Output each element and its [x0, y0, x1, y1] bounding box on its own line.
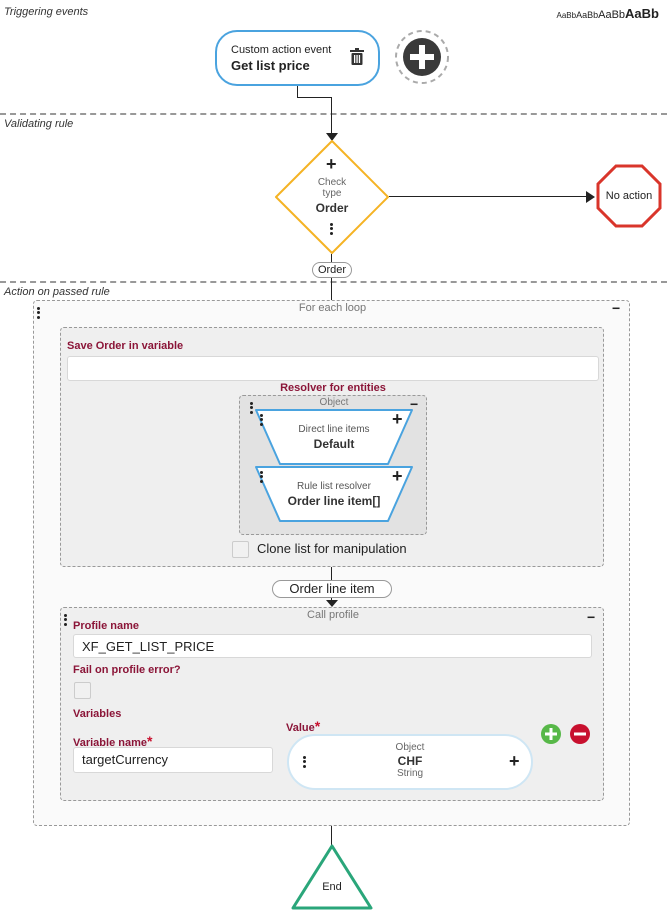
plus-icon[interactable]: + [509, 751, 520, 771]
add-event-button[interactable] [394, 29, 450, 90]
clone-list-label: Clone list for manipulation [257, 541, 407, 556]
arrow-right-icon [586, 191, 595, 203]
section-validating-title: Validating rule [4, 118, 74, 130]
kebab-icon[interactable] [260, 412, 264, 427]
arrow-down-icon [326, 600, 338, 607]
required-marker: * [314, 718, 321, 734]
connector [331, 567, 332, 581]
section-separator [0, 113, 667, 115]
rule-list-resolver-node[interactable]: + Rule list resolver Order line item[] [254, 465, 414, 523]
variable-name-label: Variable name* [73, 733, 152, 749]
resolver-title: Resolver for entities [280, 382, 386, 394]
value-label: Value* [286, 718, 320, 734]
diamond-shape [275, 140, 389, 254]
font-sample-xs: AaBb [556, 11, 577, 20]
fail-on-error-label: Fail on profile error? [73, 664, 181, 676]
call-profile-panel[interactable]: Call profile − Profile name XF_GET_LIST_… [60, 607, 604, 801]
connector [389, 196, 589, 197]
rule-list-label: Rule list resolver [297, 481, 371, 492]
direct-line-label: Direct line items [298, 424, 370, 435]
object-resolver[interactable]: Object − + Direct line items Default + [239, 395, 427, 535]
variables-label: Variables [73, 708, 122, 720]
check-line2: type [322, 188, 342, 199]
section-separator [0, 281, 667, 283]
font-sample-s: AaBb [576, 10, 599, 20]
kebab-icon[interactable] [250, 400, 254, 415]
event-name: Get list price [231, 58, 310, 73]
object-label: Object [319, 397, 349, 408]
variable-name-text: Variable name [73, 737, 147, 749]
kebab-icon[interactable] [260, 469, 264, 484]
event-type: Custom action event [231, 44, 332, 56]
kebab-icon[interactable] [64, 612, 68, 627]
order-line-item-pill: Order line item [272, 580, 392, 598]
order-pill: Order [312, 262, 352, 278]
no-action-label: No action [605, 190, 653, 202]
trash-icon[interactable] [349, 48, 365, 71]
variable-name-input[interactable]: targetCurrency [73, 747, 273, 773]
connector [331, 97, 332, 137]
call-profile-title: Call profile [307, 609, 359, 621]
direct-line-items-node[interactable]: + Direct line items Default [254, 408, 414, 466]
kebab-icon[interactable] [303, 754, 307, 769]
end-triangle [291, 844, 373, 910]
font-size-sample[interactable]: AaBbAaBbAaBbAaBb [557, 6, 659, 21]
add-icon [541, 724, 561, 744]
stop-octagon [596, 164, 662, 228]
remove-variable-button[interactable] [569, 723, 591, 750]
end-label: End [322, 881, 342, 893]
kebab-icon[interactable] [330, 221, 334, 236]
font-sample-m: AaBb [598, 9, 626, 21]
no-action-node[interactable]: No action [596, 164, 662, 228]
trapezoid-shape [255, 409, 413, 465]
clone-list-checkbox[interactable] [232, 541, 249, 558]
loop-title: For each loop [298, 302, 367, 314]
font-sample-l: AaBb [625, 6, 659, 21]
section-triggering-title: Triggering events [4, 6, 89, 18]
save-order-label: Save Order in variable [67, 340, 184, 352]
plus-icon[interactable]: + [392, 466, 403, 486]
remove-icon [570, 724, 590, 744]
value-object-node[interactable]: Object CHF String + [287, 734, 533, 790]
check-value: Order [315, 201, 349, 215]
minus-icon[interactable]: − [587, 609, 596, 625]
end-node[interactable]: End [290, 843, 374, 911]
rule-list-value: Order line item[] [287, 494, 381, 508]
minus-icon[interactable]: − [410, 396, 419, 412]
arrow-down-icon [326, 133, 338, 141]
connector [297, 97, 331, 98]
connector [331, 278, 332, 300]
value-object-type: Object [395, 742, 425, 753]
plus-icon[interactable]: + [392, 409, 403, 429]
minus-icon[interactable]: − [612, 300, 621, 316]
check-type-node[interactable]: + Check type Order [274, 139, 390, 255]
kebab-icon[interactable] [37, 305, 41, 320]
for-each-loop[interactable]: For each loop − Save Order in variable R… [33, 300, 630, 826]
trapezoid-shape [255, 466, 413, 522]
add-variable-button[interactable] [540, 723, 562, 750]
connector [297, 86, 298, 98]
required-marker: * [147, 733, 153, 749]
value-text: Value [286, 722, 315, 734]
fail-on-error-checkbox[interactable] [74, 682, 91, 699]
save-order-panel: Save Order in variable Resolver for enti… [60, 327, 604, 567]
save-order-input[interactable] [67, 356, 599, 381]
profile-name-label: Profile name [73, 620, 140, 632]
value-object-subtype: String [396, 768, 424, 779]
connector [331, 254, 332, 262]
direct-line-value: Default [313, 437, 355, 451]
event-card[interactable]: Custom action event Get list price [215, 30, 380, 86]
section-action-title: Action on passed rule [4, 286, 110, 298]
profile-name-input[interactable]: XF_GET_LIST_PRICE [73, 634, 592, 658]
plus-icon[interactable]: + [326, 154, 337, 174]
value-object-value: CHF [397, 754, 423, 768]
check-line1: Check [317, 177, 347, 188]
add-circle-icon [395, 30, 449, 84]
connector [331, 826, 332, 846]
